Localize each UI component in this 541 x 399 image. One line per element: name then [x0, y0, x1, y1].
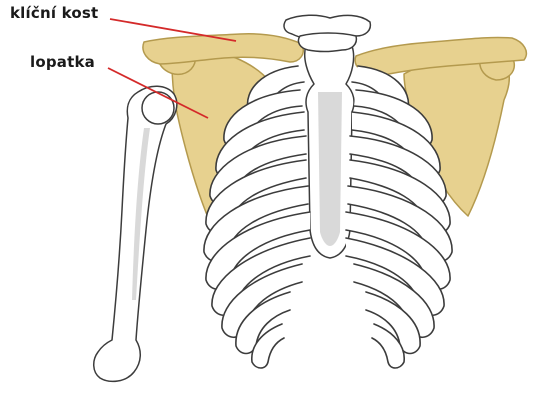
- humerus: [94, 86, 177, 381]
- scapula-label: lopatka: [30, 53, 95, 71]
- clavicle-label: klíční kost: [10, 4, 98, 22]
